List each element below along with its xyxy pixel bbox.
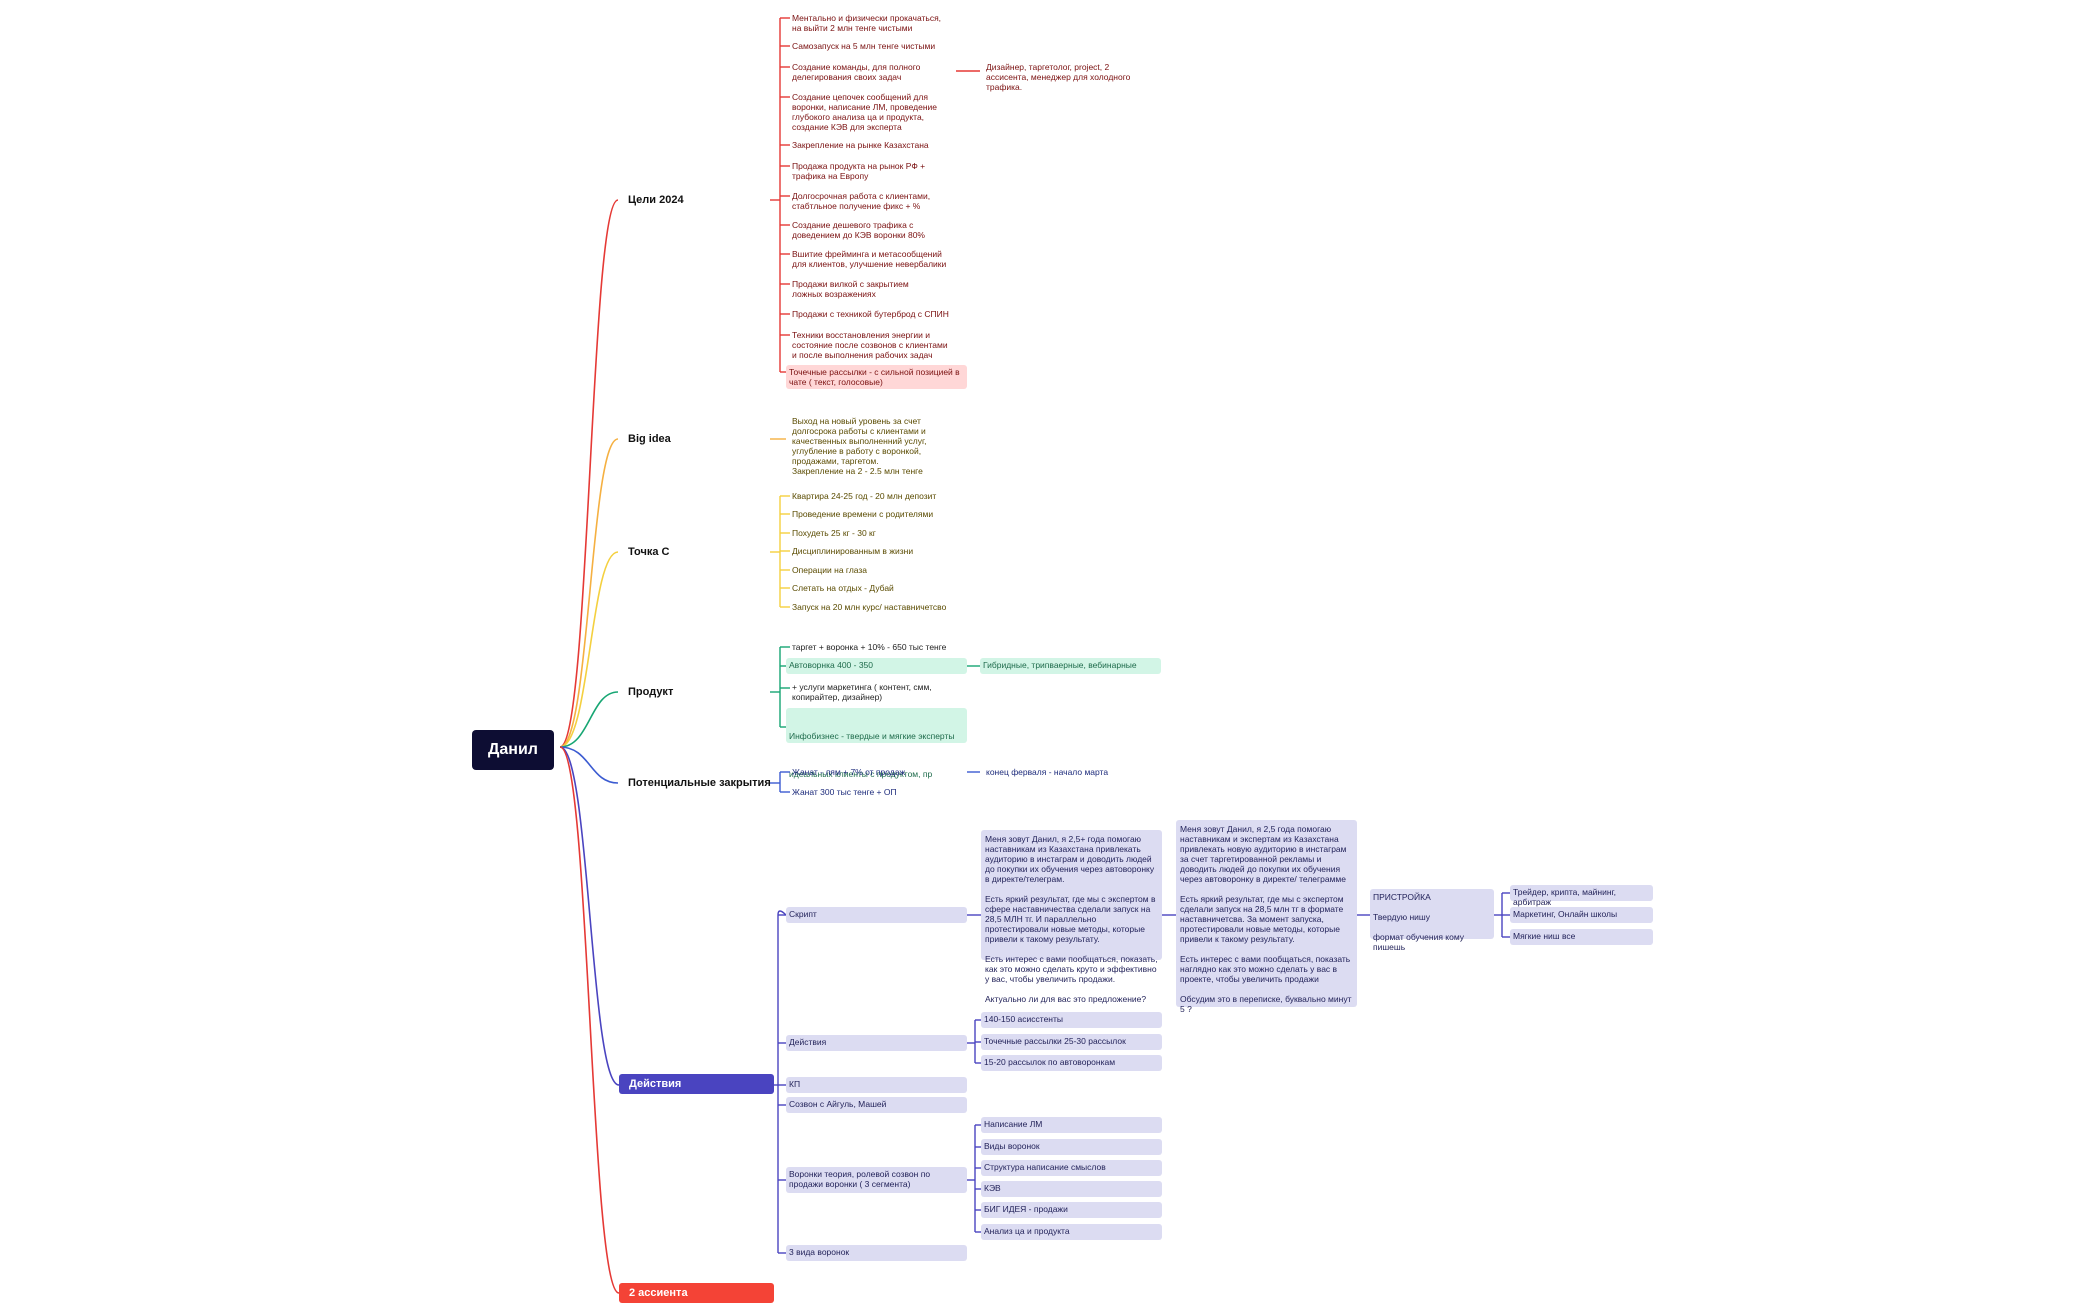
branch-big-idea[interactable]: Big idea [628,433,671,445]
product-item-infobusiness[interactable]: Инфобизнес - твердые и мягкие эксперты и… [786,708,967,779]
niche-item[interactable]: Мягкие ниш все [1510,929,1653,945]
goal-item[interactable]: Вшитие фрейминга и метасообщений для кли… [792,249,947,269]
connector-root-point-c [559,551,619,748]
product-item[interactable]: + услуги маркетинга ( контент, смм, копи… [792,682,932,702]
product-infobusiness-text: Инфобизнес - твердые и мягкие эксперты [789,731,955,741]
branch-2-assistants[interactable]: 2 ассиента [619,1283,774,1303]
branch-actions[interactable]: Действия [619,1074,774,1094]
connector-root-assistants [559,746,620,1294]
script-pristroika[interactable]: ПРИСТРОЙКА Твердую нишу формат обучения … [1370,889,1494,952]
connector-root-product [559,691,619,748]
branch-product[interactable]: Продукт [628,686,674,698]
goal-item[interactable]: Продажа продукта на рынок РФ + трафика н… [792,161,926,181]
goal-item[interactable]: Техники восстановления энергии и состоян… [792,330,948,360]
goal-item[interactable]: Продажи с техникой бутерброд с СПИН [792,309,949,319]
point-c-item[interactable]: Операции на глаза [792,565,868,575]
script-text-2[interactable]: Меня зовут Данил, я 2,5 года помогаю нас… [1176,820,1357,1014]
funnel-item[interactable]: КЭВ [981,1181,1162,1197]
deed-item[interactable]: Точечные рассылки 25-30 рассылок [981,1034,1162,1050]
product-ideal-clients-text: идеальных клиенты с продуктом, пр [789,769,933,779]
goal-item[interactable]: Создание цепочек сообщений для воронки, … [792,92,938,132]
goal-item[interactable]: Закрепление на рынке Казахстана [792,140,929,150]
funnel-item[interactable]: Виды воронок [981,1139,1162,1155]
action-script[interactable]: Скрипт [786,907,967,923]
point-c-item[interactable]: Запуск на 20 млн курс/ наставничетсво [792,602,947,612]
point-c-item[interactable]: Проведение времени с родителями [792,509,934,519]
script-text-1[interactable]: Меня зовут Данил, я 2,5+ года помогаю на… [981,830,1162,1004]
goal-item[interactable]: Ментально и физически прокачаться, на вы… [792,13,942,33]
point-c-item[interactable]: Похудеть 25 кг - 30 кг [792,528,876,538]
niche-item[interactable]: Маркетинг, Онлайн школы [1510,907,1653,923]
product-item[interactable]: таргет + воронка + 10% - 650 тыс тенге [792,642,947,652]
action-three-funnels[interactable]: 3 вида воронок [786,1245,967,1261]
funnel-item[interactable]: БИГ ИДЕЯ - продажи [981,1202,1162,1218]
branch-point-c[interactable]: Точка С [628,546,670,558]
goal-item[interactable]: Создание дешевого трафика с доведением д… [792,220,925,240]
connector-root-closings [559,746,619,784]
niche-item[interactable]: Трейдер, крипта, майнинг, арбитраж [1510,885,1653,907]
deed-item[interactable]: 140-150 асисстенты [981,1012,1162,1028]
action-deeds[interactable]: Действия [786,1035,967,1051]
deed-item[interactable]: 15-20 рассылок по автоворонкам [981,1055,1162,1071]
connector-root-big-idea [559,438,619,748]
funnel-item[interactable]: Написание ЛМ [981,1117,1162,1133]
point-c-item[interactable]: Квартира 24-25 год - 20 млн депозит [792,491,937,501]
goal-team-detail[interactable]: Дизайнер, таргетолог, project, 2 ассисен… [986,62,1131,92]
root-node[interactable]: Данил [472,730,554,770]
action-call[interactable]: Созвон с Айгуль, Машей [786,1097,967,1113]
branch-goals[interactable]: Цели 2024 [628,194,684,206]
goal-item[interactable]: Самозапуск на 5 млн тенге чистыми [792,41,936,51]
goal-item[interactable]: Долгосрочная работа с клиентами, стабтль… [792,191,931,211]
goal-item[interactable]: Продажи вилкой с закрытием ложных возраж… [792,279,909,299]
product-autofunnel-detail[interactable]: Гибридные, трипваерные, вебинарные [980,658,1161,674]
action-funnels[interactable]: Воронки теория, ролевой созвон по продаж… [786,1167,967,1193]
action-kp[interactable]: КП [786,1077,967,1093]
closing-detail[interactable]: конец ферваля - начало марта [986,767,1109,777]
closing-item[interactable]: Жанат - лям + 7% от продаж [792,767,906,777]
branch-potential-closings[interactable]: Потенциальные закрытия [628,777,771,789]
connector-root-actions [559,746,620,1086]
big-idea-text[interactable]: Выход на новый уровень за счет долгосрок… [792,416,927,476]
closing-item[interactable]: Жанат 300 тыс тенге + ОП [792,787,897,797]
funnel-item[interactable]: Структура написание смыслов [981,1160,1162,1176]
funnel-item[interactable]: Анализ ца и продукта [981,1224,1162,1240]
product-item-autofunnel[interactable]: Автоворнка 400 - 350 [786,658,967,674]
connector-actions-top [777,910,787,916]
point-c-item[interactable]: Дисциплинированным в жизни [792,546,914,556]
connector-root-goals [559,199,619,748]
point-c-item[interactable]: Слетать на отдых - Дубай [792,583,894,593]
goal-item-highlighted[interactable]: Точечные рассылки - с сильной позицией в… [786,365,967,389]
goal-item[interactable]: Создание команды, для полного делегирова… [792,62,921,82]
